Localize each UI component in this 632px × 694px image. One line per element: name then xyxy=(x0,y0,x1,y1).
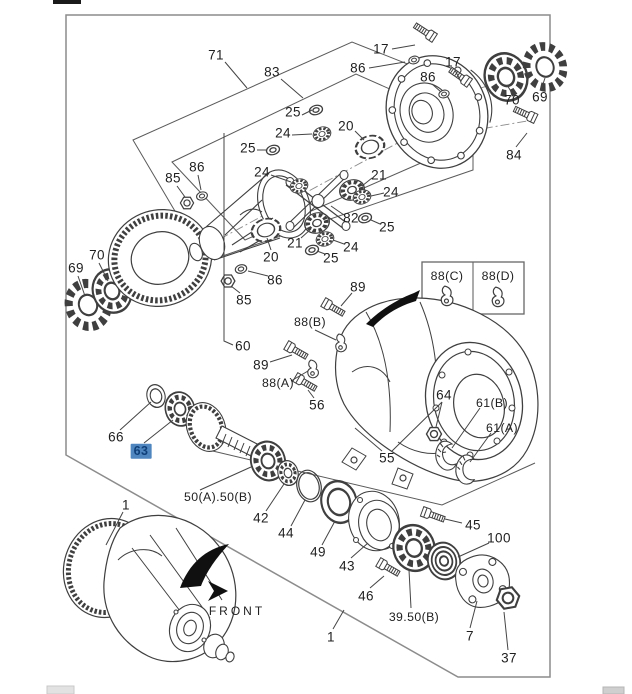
part-label-100[interactable]: 100 xyxy=(487,530,511,546)
part-label-85[interactable]: 85 xyxy=(165,170,181,186)
page-border xyxy=(65,14,551,678)
part-label-24[interactable]: 24 xyxy=(383,184,399,200)
snap-ring-44 xyxy=(296,469,322,503)
part-label-88C[interactable]: 88(C) xyxy=(430,268,464,283)
part-label-63-selected[interactable]: 63 xyxy=(130,443,152,459)
part-label-69[interactable]: 69 xyxy=(532,89,548,105)
part-label-50A50B[interactable]: 50(A).50(B) xyxy=(184,489,252,504)
part-label-69[interactable]: 69 xyxy=(68,260,84,276)
part-label-24[interactable]: 24 xyxy=(343,239,359,255)
part-label-86[interactable]: 86 xyxy=(267,272,283,288)
part-label-7[interactable]: 7 xyxy=(466,628,474,644)
part-label-71[interactable]: 71 xyxy=(208,47,224,63)
part-label-24[interactable]: 24 xyxy=(254,164,270,180)
part-label-21[interactable]: 21 xyxy=(371,167,387,183)
part-label-25[interactable]: 25 xyxy=(323,250,339,266)
part-label-55[interactable]: 55 xyxy=(379,450,395,466)
part-label-89[interactable]: 89 xyxy=(350,279,366,295)
part-label-86[interactable]: 86 xyxy=(420,69,436,85)
part-label-70[interactable]: 70 xyxy=(504,92,520,108)
part-label-24[interactable]: 24 xyxy=(275,125,291,141)
part-label-25[interactable]: 25 xyxy=(240,140,256,156)
part-label-25[interactable]: 25 xyxy=(379,219,395,235)
part-label-1[interactable]: 1 xyxy=(122,497,130,513)
part-label-3950B[interactable]: 39.50(B) xyxy=(388,609,440,624)
part-label-46[interactable]: 46 xyxy=(358,588,374,604)
assembled-differential xyxy=(62,514,237,663)
part-label-1[interactable]: 1 xyxy=(327,629,335,645)
part-label-20[interactable]: 20 xyxy=(263,249,279,265)
part-label-83[interactable]: 83 xyxy=(264,64,280,80)
part-label-85[interactable]: 85 xyxy=(236,292,252,308)
part-label-70[interactable]: 70 xyxy=(89,247,105,263)
part-label-42[interactable]: 42 xyxy=(253,510,269,526)
part-label-49[interactable]: 49 xyxy=(310,544,326,560)
carrier-housing-55 xyxy=(334,297,539,490)
part-label-20[interactable]: 20 xyxy=(338,118,354,134)
part-label-61A[interactable]: 61(A) xyxy=(485,420,519,435)
part-label-64[interactable]: 64 xyxy=(436,387,452,403)
part-label-86[interactable]: 86 xyxy=(189,159,205,175)
part-label-17[interactable]: 17 xyxy=(373,41,389,57)
part-label-56[interactable]: 56 xyxy=(309,397,325,413)
part-label-37[interactable]: 37 xyxy=(501,650,517,666)
part-label-43[interactable]: 43 xyxy=(339,558,355,574)
part-label-84[interactable]: 84 xyxy=(506,147,522,163)
part-label-88A[interactable]: 88(A) xyxy=(261,375,295,390)
flange-7 xyxy=(455,554,511,608)
part-label-61B[interactable]: 61(B) xyxy=(475,395,509,410)
front-direction-arrow xyxy=(180,544,229,601)
part-label-82[interactable]: 82 xyxy=(343,210,359,226)
part-label-44[interactable]: 44 xyxy=(278,525,294,541)
part-label-88D[interactable]: 88(D) xyxy=(481,268,515,283)
part-label-21[interactable]: 21 xyxy=(287,235,303,251)
front-direction-label: FRONT xyxy=(208,604,266,618)
part-label-66[interactable]: 66 xyxy=(108,429,124,445)
leader-lines xyxy=(77,44,546,651)
part-label-88B[interactable]: 88(B) xyxy=(293,314,327,329)
part-label-86[interactable]: 86 xyxy=(350,60,366,76)
part-label-25[interactable]: 25 xyxy=(285,104,301,120)
part-label-60[interactable]: 60 xyxy=(235,338,251,354)
inset-callout-arrow xyxy=(366,290,420,327)
part-label-45[interactable]: 45 xyxy=(465,517,481,533)
part-label-89[interactable]: 89 xyxy=(253,357,269,373)
page-crop-fragments xyxy=(46,0,625,694)
part-label-17[interactable]: 17 xyxy=(445,54,461,70)
